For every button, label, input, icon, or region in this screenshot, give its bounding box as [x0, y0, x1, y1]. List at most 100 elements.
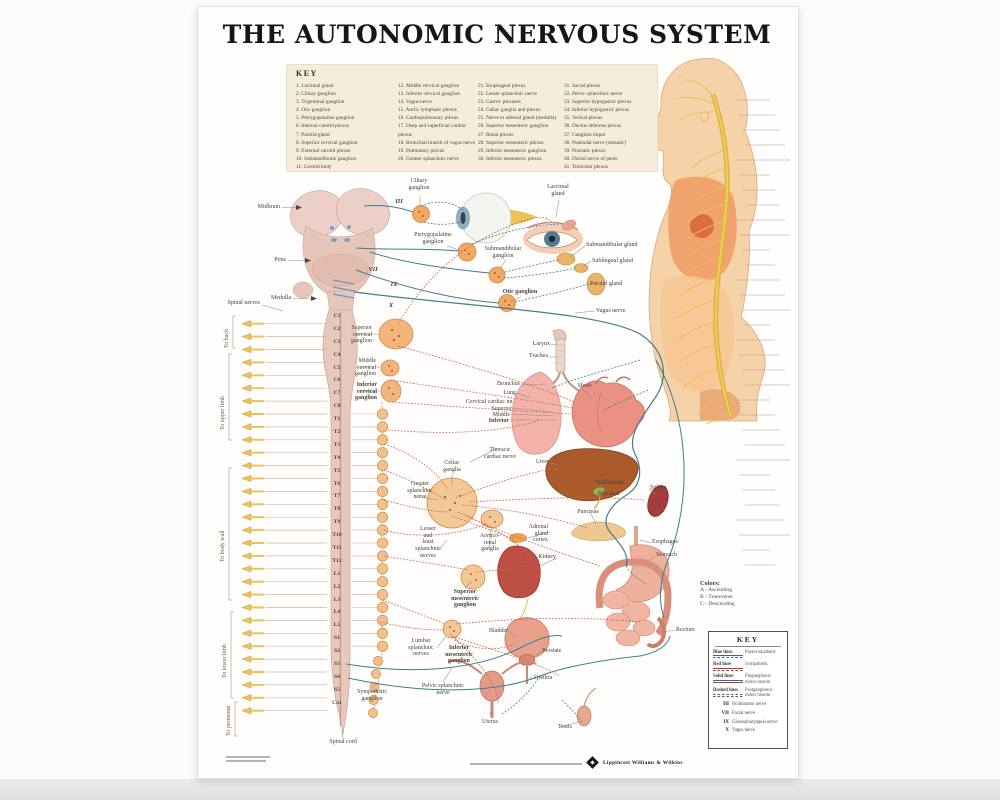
label-urethra: Urethra — [534, 675, 553, 681]
label-sympathetic-ganglion: Sympathetic ganglion — [357, 689, 387, 702]
spine-level: L4 — [333, 609, 341, 616]
colors-legend-item: C - Descending — [700, 601, 735, 608]
key-row-desc: Parasympathetic — [745, 649, 776, 655]
key-item: 32. Pelvic splanchnic nerve — [564, 91, 623, 98]
label-superior-mesenteric-ganglion: Superior mesenteric ganglion — [451, 589, 479, 609]
spine-level: T12 — [332, 557, 342, 564]
label-greater-splanchnic-nerve: Greater splanchnic nerve — [407, 481, 433, 501]
spine-level: C6 — [333, 377, 341, 384]
key-item: 39. Prostatic plexus — [564, 147, 606, 154]
label-spinal-nerves: Spinal nerves — [227, 300, 261, 306]
dashed-lines-swatch — [713, 693, 743, 697]
spine-level: C5 — [333, 364, 341, 371]
cranial-numeral: X — [725, 728, 729, 734]
label-uterus: Uterus — [482, 719, 498, 725]
label-submandibular-ganglion: Submandibular ganglion — [484, 246, 522, 259]
label-sublingual-gland: Sublingual gland — [592, 258, 633, 264]
key-item: 41. Testicular plexus — [564, 163, 608, 170]
key-item: 12. Middle cervical ganglion — [398, 83, 460, 89]
label-pancreas: Pancreas — [577, 509, 599, 515]
spine-level: S2 — [334, 648, 340, 655]
key-row-facial: VII Facial nerve — [715, 711, 781, 717]
key-item: 9. External carotid plexus — [296, 147, 351, 154]
label-prostate: Prostate — [542, 648, 562, 654]
key-item: 6. Internal carotid plexus — [296, 123, 349, 130]
key-item: 13. Inferior cervical ganglion — [398, 91, 461, 98]
label-pterygopalatine-ganglion: Pterygopalatine ganglion — [414, 232, 452, 245]
key-panel-header: KEY — [296, 69, 318, 78]
key-item: 2. Ciliary ganglion — [296, 91, 336, 98]
key-column-3: 21. Esophageal plexus 22. Lesser splanchn… — [478, 82, 564, 171]
key-row-dashed-lines: Dashed lines Postganglionic motor neuron — [713, 688, 783, 699]
label-spinal-cord: Spinal cord — [329, 739, 357, 745]
label-inferior-mesenteric-ganglion: Inferior mesenteric ganglion — [445, 645, 473, 665]
label-kidney: Kidney — [538, 554, 556, 560]
key-row-desc: Postganglionic motor neuron — [745, 687, 773, 699]
spine-level: C8 — [333, 403, 341, 410]
key-item: 3. Trigeminal ganglion — [296, 99, 345, 106]
publisher-name: Lippincott Williams & Wilkins — [603, 759, 683, 766]
spine-level: T2 — [333, 429, 341, 436]
key-item: 37. Ganglion impar — [564, 131, 606, 138]
spine-level: T1 — [333, 416, 341, 423]
key-item: 35. Vesical plexus — [564, 115, 603, 122]
key-item: 8. Superior cervical ganglion — [296, 139, 358, 146]
label-liver: Liver — [536, 459, 549, 465]
key-row-vagus: X Vagus nerve — [715, 728, 781, 734]
label-trachea: Trachea — [528, 353, 548, 359]
label-bladder: Bladder — [489, 628, 508, 634]
region-label-to-upper-limb: To upper limb — [220, 396, 226, 430]
key-item: 14. Vagus nerve — [398, 99, 432, 106]
key-item: 31. Sacral plexus — [564, 83, 601, 89]
label-lacrimal-gland: Lacrimal gland — [547, 184, 569, 197]
spine-level: C3 — [333, 338, 341, 345]
colors-legend-item: A - Ascending — [700, 587, 733, 593]
key-item: 7. Parotid gland — [296, 131, 330, 138]
key-item: 38. Pudendal nerve (somatic) — [564, 139, 627, 146]
label-gallbladder: Gallbladder — [596, 480, 625, 486]
key-box-header: KEY — [715, 635, 781, 647]
label-otic-ganglion: Otic ganglion — [502, 289, 538, 295]
label-middle-cervical-ganglion: Middle cervical ganglion — [355, 358, 376, 378]
surface-shadow-band — [0, 779, 1000, 800]
spine-level: T11 — [332, 545, 342, 552]
key-item: 21. Esophageal plexus — [478, 83, 526, 89]
key-item: 1. Lacrimal gland — [296, 83, 334, 89]
publisher-logotype: Lippincott Williams & Wilkins — [586, 756, 683, 769]
cranial-nerve-name: Vagus nerve — [732, 728, 756, 734]
micro-print-line — [226, 760, 266, 762]
key-item: 16. Cardiopulmonary plexus — [398, 115, 459, 122]
key-panel: KEY 1. Lacrimal gland 2. Ciliary ganglion… — [286, 64, 658, 172]
key-item: 5. Pterygopalatine ganglion — [296, 115, 355, 122]
label-bile-duct: Bile duct — [598, 491, 620, 497]
poster-title: THE AUTONOMIC NERVOUS SYSTEM — [222, 20, 772, 49]
label-stomach: Stomach — [656, 552, 677, 558]
label-testis: Testis — [558, 724, 572, 730]
cranial-nerve-name: Oculomotor nerve — [732, 701, 767, 707]
cranial-numeral: VII — [721, 710, 729, 716]
key-item: 19. Pulmonary plexus — [398, 147, 445, 154]
spine-level: T5 — [333, 467, 341, 474]
label-superior-cervical-ganglion: Superior cervical ganglion — [351, 325, 372, 345]
label-lesser-least-splanchnic-nerves: Lesser and least splanchnic nerves — [415, 526, 441, 559]
spine-level: S5 — [334, 686, 340, 693]
spine-level: T9 — [333, 519, 341, 526]
colors-legend-title: Colors: — [700, 580, 720, 587]
spine-level: L2 — [333, 583, 341, 590]
key-item: 24. Celiac ganglia and plexus — [478, 107, 541, 114]
label-rectum: Rectum — [676, 627, 695, 633]
key-item: 11. Carotid body — [296, 163, 332, 170]
key-row-label: Solid lines — [713, 674, 734, 680]
label-cranial-iii: III — [395, 198, 403, 205]
label-cervical-cardiac-nerves: Cervical cardiac nn. — [465, 399, 514, 405]
key-item: 22. Lesser splanchnic nerve — [478, 91, 537, 98]
spine-level: S4 — [334, 673, 340, 680]
key-column-4: 31. Sacral plexus 32. Pelvic splanchnic n… — [564, 82, 650, 171]
label-spleen: Spleen — [650, 485, 667, 491]
spine-level: C2 — [333, 325, 341, 332]
